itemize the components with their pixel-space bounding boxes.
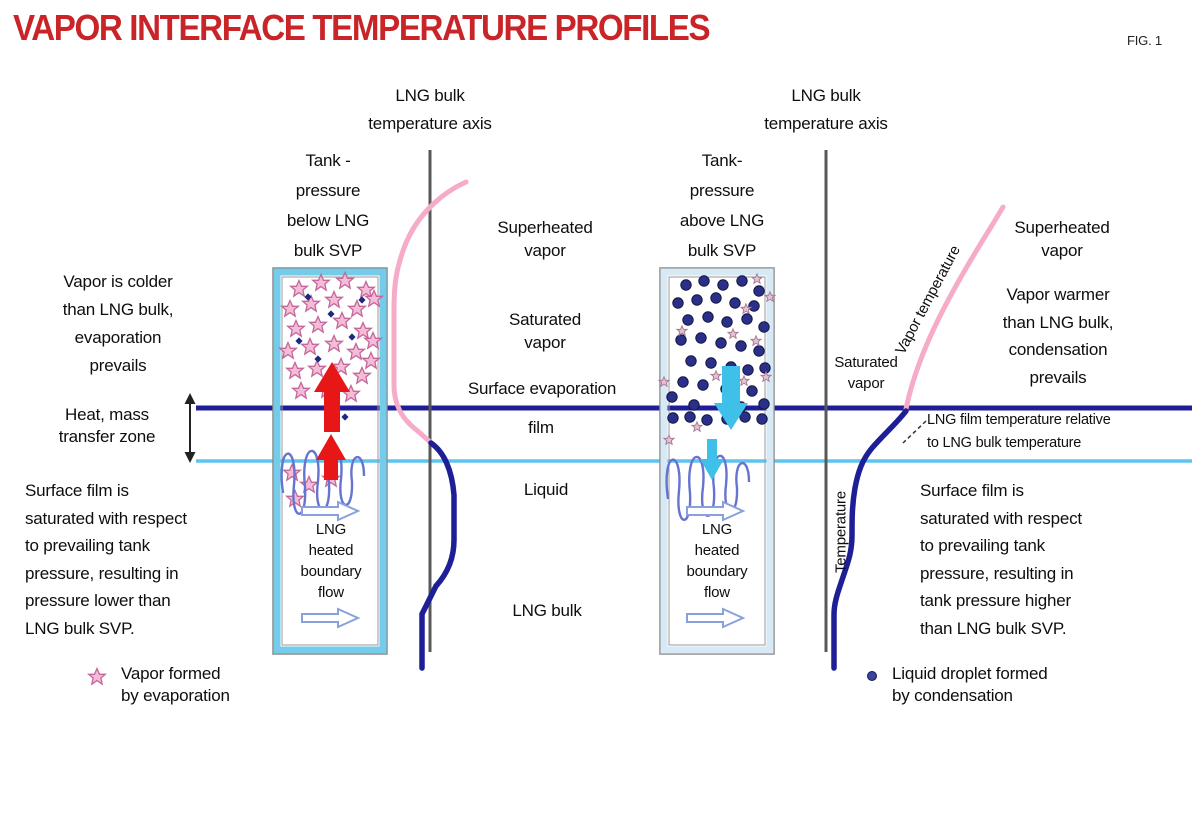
figure-title: VAPOR INTERFACE TEMPERATURE PROFILES bbox=[13, 7, 711, 48]
left-tank-contents bbox=[279, 271, 383, 628]
figure-number: FIG. 1 bbox=[1127, 33, 1162, 48]
evaporation-arrow-small bbox=[316, 434, 346, 480]
right-note-bottom: Surface film is saturated with respect t… bbox=[920, 481, 1082, 638]
condensation-arrow-large bbox=[714, 366, 748, 430]
zone-lng-bulk-label: LNG bulk bbox=[512, 601, 582, 620]
right-saturated-label: Saturated vapor bbox=[834, 354, 898, 392]
film-temperature-note: LNG film temperature relative to LNG bul… bbox=[927, 412, 1111, 451]
left-tank-caption: Tank - pressure below LNG bulk SVP bbox=[286, 151, 370, 260]
condensation-legend-dot-icon bbox=[867, 671, 877, 681]
evaporation-legend-star-icon bbox=[88, 667, 106, 685]
left-axis-title: LNG bulk temperature axis bbox=[368, 86, 492, 133]
left-note-bottom: Surface film is saturated with respect t… bbox=[25, 481, 187, 638]
left-film-temperature-curve bbox=[419, 440, 457, 671]
zone-liquid-label: Liquid bbox=[523, 480, 569, 499]
right-tank bbox=[659, 267, 775, 655]
right-note-top: Vapor warmer than LNG bulk, condensation… bbox=[1002, 285, 1114, 387]
transfer-zone-label: Heat, mass transfer zone bbox=[58, 405, 156, 446]
condensation-down-arrows bbox=[700, 366, 748, 480]
zone-superheated-label: Superheated vapor bbox=[497, 218, 593, 260]
zone-surface-evaporation-label: Surface evaporation bbox=[467, 379, 617, 398]
right-superheated-label: Superheated vapor bbox=[1014, 218, 1110, 260]
annotations bbox=[88, 393, 927, 685]
left-temperature-profile bbox=[391, 179, 469, 671]
evaporation-arrow-large bbox=[314, 362, 350, 432]
right-tank-contents bbox=[658, 273, 776, 628]
left-note-top: Vapor is colder than LNG bulk, evaporati… bbox=[62, 272, 174, 375]
left-tank-flow-label: LNG heated boundary flow bbox=[300, 521, 362, 601]
heat-mass-transfer-zone-arrow bbox=[184, 393, 196, 463]
tank-borders bbox=[272, 267, 775, 655]
temperature-axes bbox=[428, 150, 828, 652]
zone-film-label: film bbox=[528, 418, 554, 437]
evaporation-up-arrows bbox=[314, 362, 350, 480]
film-note-leader-line bbox=[902, 420, 927, 444]
right-tank-flow-label: LNG heated boundary flow bbox=[686, 521, 748, 601]
left-vapor-temperature-curve bbox=[391, 179, 469, 446]
temperature-curve-label: Temperature bbox=[832, 490, 850, 574]
right-temperature-profile bbox=[831, 204, 1006, 671]
right-film-temperature-curve bbox=[831, 408, 909, 671]
right-vapor-temperature-curve bbox=[903, 204, 1006, 412]
zone-saturated-label: Saturated vapor bbox=[509, 310, 581, 352]
right-tank-caption: Tank- pressure above LNG bulk SVP bbox=[679, 151, 765, 260]
left-legend-label: Vapor formed by evaporation bbox=[121, 664, 230, 705]
right-axis-title: LNG bulk temperature axis bbox=[764, 86, 888, 133]
condensation-arrow-small bbox=[700, 439, 724, 480]
right-legend-label: Liquid droplet formed by condensation bbox=[892, 664, 1048, 705]
